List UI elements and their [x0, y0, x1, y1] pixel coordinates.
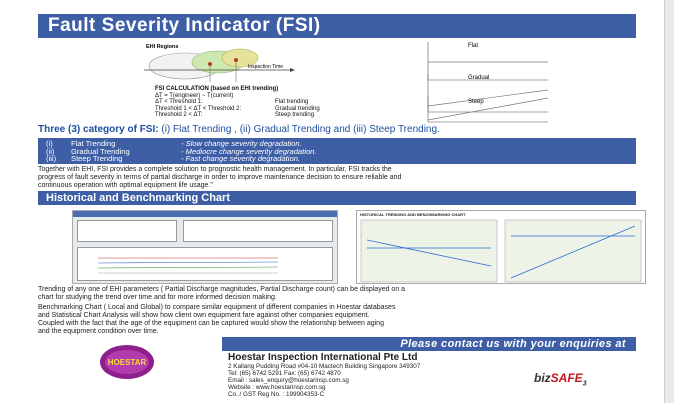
calc-result: Gradual trending	[275, 105, 320, 112]
text-line: progress of fault severity in terms of p…	[38, 174, 402, 181]
fsi-calculation: FSI CALCULATION (based on EHI trending) …	[155, 86, 375, 119]
benchmarking-description: Benchmarking Chart ( Local and Global) t…	[38, 304, 395, 336]
fsi-list: (i) Flat Trending - Slow change severity d…	[38, 138, 636, 164]
calc-row: Threshold 2 < ΔT: Steep trending	[155, 112, 375, 119]
item-desc: - Fast change severity degradation.	[181, 154, 301, 164]
calc-row: ΔT < Threshold 1: Flat trending	[155, 99, 375, 106]
page-edge	[664, 0, 674, 403]
item-desc: - Slow change severity degradation.	[181, 139, 302, 148]
region-critical	[221, 48, 259, 68]
item-number: (iii)	[46, 154, 57, 164]
calc-result: Steep trending	[275, 112, 315, 119]
flat-trend-chart: Flat	[427, 42, 548, 81]
item-term: Flat Trending	[71, 139, 116, 148]
calc-row: Threshold 1 < ΔT < Threshold 2: Gradual t…	[155, 106, 375, 113]
ehi-regions-label: EHI Regions	[146, 44, 178, 50]
item-number: (i)	[46, 139, 53, 148]
logo-shape	[105, 350, 149, 374]
benchmark-charts	[360, 219, 642, 283]
text-line: Coupled with the fact that the age of th…	[38, 320, 384, 327]
list-item: (iii) Steep Trending - Fast change severit…	[46, 155, 628, 163]
gradual-trend-line	[427, 89, 549, 107]
text-line: and the equipment condition over time.	[38, 328, 159, 335]
categories-heading: Three (3) category of FSI:	[38, 124, 159, 135]
calc-result: Flat trending	[275, 99, 309, 106]
gradual-label: Gradual	[468, 75, 489, 81]
company-details: Hoestar Inspection International Pte Ltd…	[228, 352, 558, 398]
calc-condition: Threshold 2 < ΔT:	[155, 112, 203, 119]
panel	[183, 220, 333, 242]
history-heading: Historical and Benchmarking Chart	[38, 191, 636, 205]
text-line: chart for studying the trend over time a…	[38, 294, 277, 301]
text-line: Trending of any one of EHI parameters ( …	[38, 286, 406, 293]
item-term: Steep Trending	[71, 154, 123, 164]
email-link[interactable]: Email : sales_enquiry@hoestarinsp.com.sg	[228, 377, 349, 384]
contact-banner: Please contact us with your enquiries at	[222, 337, 636, 351]
text-line: Together with EHI, FSI provides a comple…	[38, 166, 392, 173]
ehi-regions-diagram: EHI Regions Inspection Time	[144, 44, 295, 82]
window-titlebar	[73, 211, 337, 217]
steep-trend-chart: Steep	[427, 96, 549, 123]
item-term: Gradual Trending	[71, 146, 130, 156]
page-title: Fault Severity Indicator (FSI)	[38, 14, 636, 38]
categories-text: (i) Flat Trending , (ii) Gradual Trendin…	[161, 124, 440, 135]
fsi-categories: Three (3) category of FSI: (i) Flat Tren…	[38, 124, 648, 135]
registration-number: Co. / GST Reg No. : 199904353-C	[228, 391, 325, 398]
text-line: Benchmarking Chart ( Local and Global) t…	[38, 304, 396, 311]
bizsafe-level: 3	[582, 380, 587, 388]
bizsafe-logo: bizSAFE3	[534, 371, 587, 387]
shot-title: HISTORICAL TRENDING AND BENCHMARKING CHA…	[360, 212, 466, 217]
company-name: Hoestar Inspection International Pte Ltd	[228, 352, 418, 363]
trend-lines	[97, 257, 279, 274]
hoestar-logo: HOESTAR	[100, 345, 154, 379]
calc-formula: ΔT = T(engineer) − T(current)	[155, 92, 234, 99]
bizsafe-safe: SAFE	[550, 371, 583, 385]
item-number: (ii)	[46, 146, 55, 156]
steep-label: Steep	[468, 99, 484, 105]
calc-condition: ΔT < Threshold 1:	[155, 99, 203, 106]
text-line: and Statistical Chart Analysis will show…	[38, 312, 370, 319]
calc-condition: Threshold 1 < ΔT < Threshold 2:	[155, 105, 242, 112]
software-screenshot	[72, 210, 338, 284]
fsi-description: Together with EHI, FSI provides a comple…	[38, 166, 401, 190]
logo-text: HOESTAR	[108, 358, 147, 367]
list-item: (i) Flat Trending - Slow change severity d…	[46, 140, 628, 148]
bizsafe-prefix: biz	[534, 371, 551, 385]
list-item: (ii) Gradual Trending - Mediocre change se…	[46, 146, 628, 156]
steep-trend-line	[427, 97, 549, 121]
item-desc: - Mediocre change severity degradation.	[181, 146, 317, 156]
trend-panel	[77, 247, 333, 281]
chart-screenshot: HISTORICAL TRENDING AND BENCHMARKING CHA…	[356, 210, 646, 284]
axis-arrow-icon	[290, 68, 295, 72]
inspection-time-label: Inspection Time	[248, 64, 283, 70]
calc-title: FSI CALCULATION (based on EHI trending)	[155, 86, 279, 92]
address: 2 Kallang Pudding Road #04-10 Mactech Bu…	[228, 363, 421, 370]
text-line: continuous operation with optimal equipm…	[38, 182, 213, 189]
website-link[interactable]: Website : www.hoestarinsp.com.sg	[228, 384, 326, 391]
trending-description: Trending of any one of EHI parameters ( …	[38, 286, 405, 302]
phone-fax: Tel: (65) 6742 5291 Fax: (65) 6742 4870	[228, 370, 341, 377]
panel	[77, 220, 177, 242]
flat-label: Flat	[468, 43, 478, 49]
